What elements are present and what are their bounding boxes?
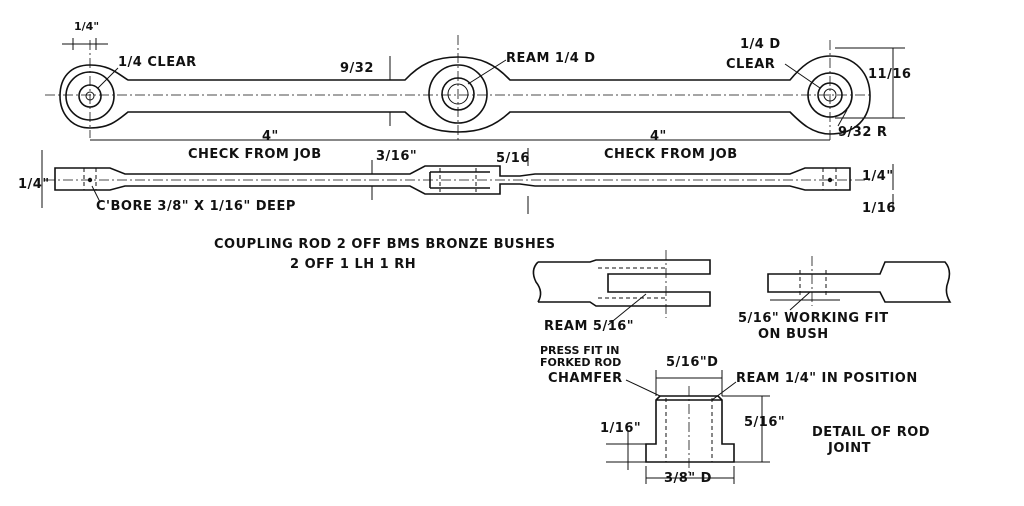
rod-side-outline bbox=[54, 165, 851, 195]
detail-caption-line1: DETAIL OF ROD bbox=[812, 425, 930, 440]
detail-caption-line2: JOINT bbox=[827, 441, 871, 456]
left-hole-label: 1/4 CLEAR bbox=[118, 55, 197, 70]
center-hole-label: REAM 1/4 D bbox=[506, 51, 596, 66]
left-boss-dim: 1/4" bbox=[74, 20, 99, 33]
top-view-dimensions: 1/4" 1/4 CLEAR 9/32 REAM 1/4 D 1/4 D CLE… bbox=[62, 20, 911, 162]
fork-dim: 5/16 bbox=[496, 151, 530, 166]
web-depth-label: 9/32 bbox=[340, 61, 374, 76]
right-thickness-dim: 1/4" bbox=[862, 169, 894, 184]
press-fit-line1: PRESS FIT IN bbox=[540, 344, 619, 357]
tongue-fit-line2: ON BUSH bbox=[758, 327, 829, 342]
bush-flange-dim: 1/16" bbox=[600, 421, 641, 436]
right-step-dim: 1/16 bbox=[862, 201, 896, 216]
check-label-left: CHECK FROM JOB bbox=[188, 147, 322, 162]
bush-bottom-dia: 3/8" D bbox=[664, 471, 712, 486]
web-dim: 3/16" bbox=[376, 149, 417, 164]
tongue-detail: 5/16" WORKING FIT ON BUSH bbox=[738, 256, 952, 342]
fork-detail: REAM 5/16" bbox=[532, 250, 711, 334]
bush-detail: PRESS FIT IN FORKED ROD CHAMFER 5/16"D R… bbox=[540, 344, 930, 486]
rod-side-view bbox=[45, 165, 870, 195]
chamfer-label: CHAMFER bbox=[548, 371, 623, 386]
rod-top-view bbox=[45, 35, 871, 140]
right-hole-label-top: 1/4 D bbox=[740, 37, 781, 52]
side-view-dimensions: 1/4" 3/16" 5/16 1/4" 1/16 C'BORE 3/8" X … bbox=[18, 148, 896, 216]
bush-height-dim: 5/16" bbox=[744, 415, 785, 430]
right-hole-label-bottom: CLEAR bbox=[726, 57, 775, 72]
check-label-right: CHECK FROM JOB bbox=[604, 147, 738, 162]
right-span-dim: 4" bbox=[650, 129, 667, 144]
radius-label: 9/32 R bbox=[838, 125, 887, 140]
press-fit-line2: FORKED ROD bbox=[540, 356, 621, 369]
fork-ream-label: REAM 5/16" bbox=[544, 319, 634, 334]
bush-top-dia: 5/16"D bbox=[666, 355, 718, 370]
bush-ream-label: REAM 1/4" IN POSITION bbox=[736, 371, 918, 386]
height-dim: 11/16 bbox=[868, 67, 911, 82]
drawing-title-line1: COUPLING ROD 2 OFF BMS BRONZE BUSHES bbox=[214, 237, 556, 252]
drawing-title-line2: 2 OFF 1 LH 1 RH bbox=[290, 257, 416, 272]
counterbore-label: C'BORE 3/8" X 1/16" DEEP bbox=[96, 199, 296, 214]
tongue-fit-line1: 5/16" WORKING FIT bbox=[738, 311, 889, 326]
left-span-dim: 4" bbox=[262, 129, 279, 144]
center-boss bbox=[428, 64, 488, 124]
left-thickness-dim: 1/4" bbox=[18, 177, 50, 192]
